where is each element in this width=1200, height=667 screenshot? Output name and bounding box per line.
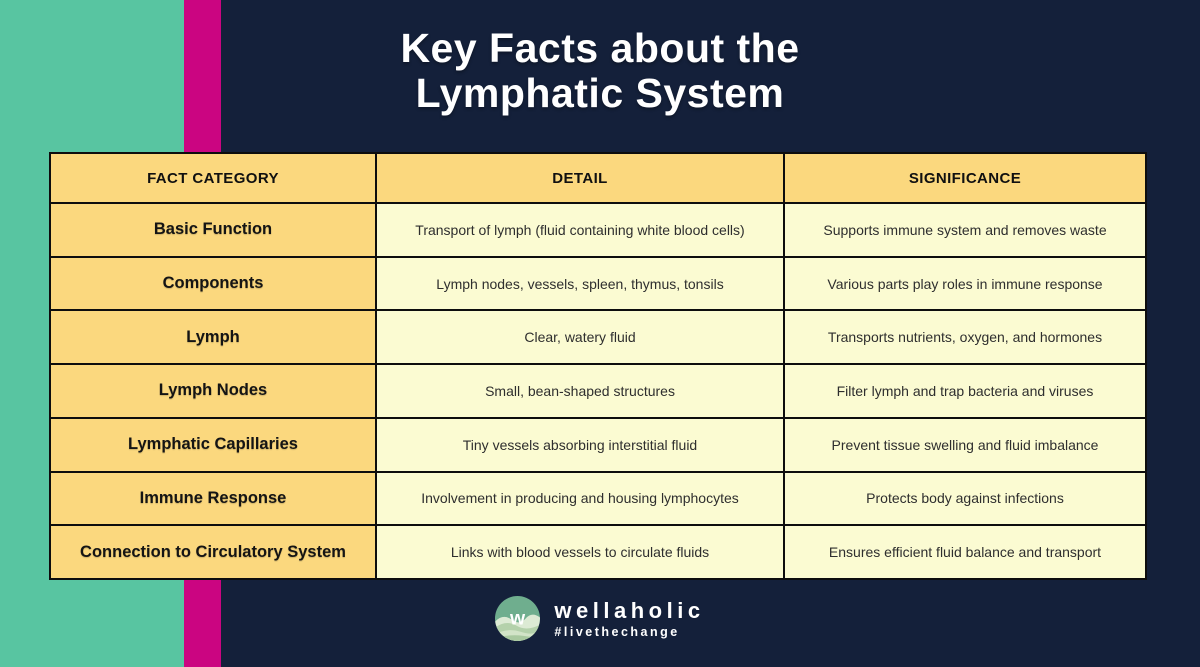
detail-cell: Links with blood vessels to circulate fl… (377, 526, 783, 578)
detail-cell: Tiny vessels absorbing interstitial flui… (377, 418, 783, 471)
detail-cell: Involvement in producing and housing lym… (377, 472, 783, 525)
footer-brand-bar: w wellaholic #livethechange (0, 596, 1200, 641)
wellaholic-logo-icon: w (495, 596, 541, 641)
significance-cell: Ensures efficient fluid balance and tran… (785, 526, 1145, 578)
significance-cell: Various parts play roles in immune respo… (785, 257, 1145, 310)
significance-cell: Prevent tissue swelling and fluid imbala… (785, 418, 1145, 471)
significance-cell: Supports immune system and removes waste (785, 204, 1145, 256)
detail-cell: Clear, watery fluid (377, 311, 783, 364)
column-header-detail: DETAIL (377, 154, 783, 202)
column-header-fact-category: FACT CATEGORY (51, 154, 375, 202)
column-header-significance: SIGNIFICANCE (785, 154, 1145, 202)
logo-letter: w (509, 608, 526, 630)
facts-table: FACT CATEGORY DETAIL SIGNIFICANCE Basic … (49, 152, 1147, 580)
category-cell-connection-circulatory: Connection to Circulatory System (51, 526, 375, 578)
category-cell-immune-response: Immune Response (51, 472, 375, 525)
category-cell-lymphatic-capillaries: Lymphatic Capillaries (51, 418, 375, 471)
category-cell-lymph-nodes: Lymph Nodes (51, 365, 375, 417)
page-title-line1: Key Facts about the (400, 25, 800, 71)
page-title: Key Facts about the Lymphatic System (0, 26, 1200, 116)
category-cell-basic-function: Basic Function (51, 204, 375, 256)
brand-lockup: w wellaholic #livethechange (495, 596, 704, 641)
page-title-line2: Lymphatic System (415, 70, 785, 116)
category-cell-components: Components (51, 257, 375, 310)
brand-name: wellaholic (554, 597, 705, 623)
detail-cell: Lymph nodes, vessels, spleen, thymus, to… (377, 257, 783, 310)
category-cell-lymph: Lymph (51, 311, 375, 364)
brand-text-block: wellaholic #livethechange (554, 597, 705, 639)
significance-cell: Transports nutrients, oxygen, and hormon… (785, 311, 1145, 364)
brand-tagline: #livethechange (554, 624, 680, 639)
detail-cell: Small, bean-shaped structures (377, 365, 783, 417)
significance-cell: Protects body against infections (785, 472, 1145, 525)
detail-cell: Transport of lymph (fluid containing whi… (377, 204, 783, 256)
significance-cell: Filter lymph and trap bacteria and virus… (785, 365, 1145, 417)
